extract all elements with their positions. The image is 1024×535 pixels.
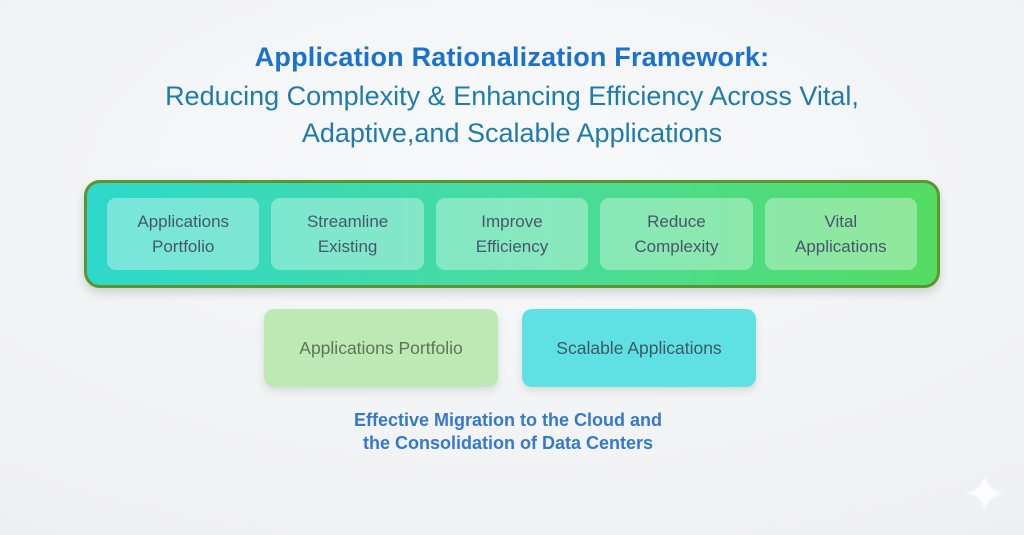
page-subtitle-line-1: Reducing Complexity & Enhancing Efficien… <box>165 81 859 111</box>
bar-item-label: Applications <box>794 237 887 256</box>
framework-gradient-bar: Applications Portfolio Streamline Existi… <box>84 180 940 288</box>
bar-item-label: Reduce <box>647 212 706 231</box>
box-applications-portfolio: Applications Portfolio <box>264 309 498 387</box>
bar-item-label: Existing <box>317 237 378 256</box>
caption-line-2: the Consolidation of Data Centers <box>362 433 654 453</box>
box-scalable-applications: Scalable Applications <box>522 309 756 387</box>
page-subtitle-line-2: Adaptive,and Scalable Applications <box>301 118 723 148</box>
bar-item-label: Portfolio <box>152 237 215 256</box>
bar-item-vital-applications: Vital Applications <box>764 198 918 270</box>
bar-item-improve-efficiency: Improve Efficiency <box>435 198 589 270</box>
caption: Effective Migration to the Cloud and the… <box>0 409 1016 455</box>
box-label: Scalable Applications <box>556 337 722 358</box>
header: Application Rationalization Framework: R… <box>0 42 1024 152</box>
bar-item-label: Streamline <box>306 212 389 231</box>
page-title: Application Rationalization Framework: <box>254 42 770 72</box>
bar-item-label: Applications <box>137 212 230 231</box>
bar-item-label: Improve <box>481 212 543 231</box>
caption-line-1: Effective Migration to the Cloud and <box>353 410 662 430</box>
box-label: Applications Portfolio <box>299 337 463 358</box>
bar-item-label: Complexity <box>634 237 719 256</box>
bar-item-applications-portfolio: Applications Portfolio <box>107 198 260 270</box>
bar-item-label: Vital <box>824 212 858 231</box>
bar-item-streamline-existing: Streamline Existing <box>271 198 424 270</box>
bar-item-reduce-complexity: Reduce Complexity <box>600 198 753 270</box>
sparkle-icon <box>966 474 1004 512</box>
bar-item-label: Efficiency <box>475 237 549 256</box>
